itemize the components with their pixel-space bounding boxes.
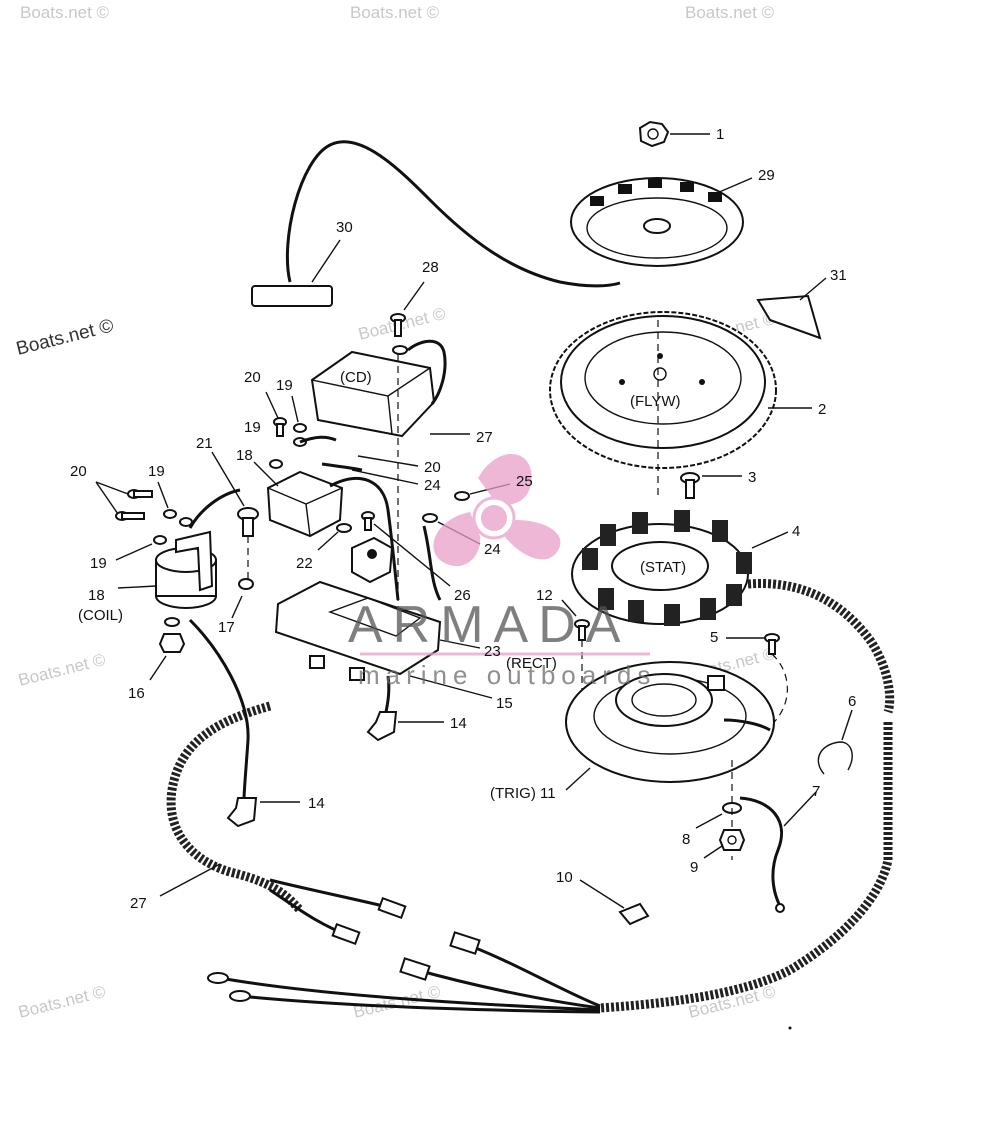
part-trigger-plate <box>565 661 775 791</box>
part-lead-7 <box>739 791 817 913</box>
callout-24: 24 <box>484 541 501 558</box>
part-nut-16 <box>149 617 186 681</box>
watermark-site: Boats.net © <box>20 3 110 22</box>
callout-5: 5 <box>710 629 718 646</box>
callout-28: 28 <box>422 259 439 276</box>
callout-2: 2 <box>818 401 826 418</box>
propeller-logo <box>433 454 561 567</box>
callout-numbers: 1 29 30 31 28 2 20 19 27 19 21 18 20 24 … <box>70 126 856 912</box>
callout-24: 24 <box>424 477 441 494</box>
callout-6: 6 <box>848 693 856 710</box>
part-spark-lead-14a <box>188 618 300 828</box>
callout-20: 20 <box>424 459 441 476</box>
part-clip-6 <box>817 709 853 775</box>
watermark-site: Boats.net © <box>16 650 107 690</box>
callout-3: 3 <box>748 469 756 486</box>
part-nut-9 <box>703 829 746 859</box>
watermark-site: Boats.net © <box>14 315 116 359</box>
callout-10: 10 <box>556 869 573 886</box>
callout-19: 19 <box>276 377 293 394</box>
callout-12: 12 <box>536 587 553 604</box>
callout-20: 20 <box>70 463 87 480</box>
callout-20: 20 <box>244 369 261 386</box>
callout-11-trig: (TRIG) 11 <box>490 785 556 802</box>
watermark-site: Boats.net © <box>685 3 775 22</box>
part-harness-27 <box>159 701 893 1014</box>
callout-9: 9 <box>690 859 698 876</box>
watermark-site: Boats.net © <box>356 304 447 344</box>
callout-15: 15 <box>496 695 513 712</box>
callout-19: 19 <box>244 419 261 436</box>
label-flyw: (FLYW) <box>630 393 681 410</box>
brand-name: ARMADA <box>348 596 630 654</box>
part-stator <box>571 510 895 714</box>
callout-1: 1 <box>716 126 724 143</box>
part-spark-lead-14b <box>366 675 444 742</box>
callout-8: 8 <box>682 831 690 848</box>
part-terminal-block <box>317 511 451 587</box>
part-hardware-coil <box>95 481 193 561</box>
callout-14: 14 <box>450 715 467 732</box>
label-rect: (RECT) <box>506 655 557 672</box>
callout-30: 30 <box>336 219 353 236</box>
callout-19: 19 <box>148 463 165 480</box>
stray-dot <box>788 1026 792 1030</box>
watermark-site: Boats.net © <box>350 3 440 22</box>
callout-17: 17 <box>218 619 235 636</box>
callout-19: 19 <box>90 555 107 572</box>
part-nut <box>638 120 710 148</box>
label-coil: (COIL) <box>78 607 123 624</box>
callout-25: 25 <box>516 473 533 490</box>
part-flywheel <box>549 311 812 500</box>
watermark-site: Boats.net © <box>16 982 107 1022</box>
callout-23: 23 <box>484 643 501 660</box>
part-clamp-10 <box>579 879 650 926</box>
label-stat: (STAT) <box>640 559 686 576</box>
callout-16: 16 <box>128 685 145 702</box>
callout-27: 27 <box>476 429 493 446</box>
part-cd-module <box>310 339 470 438</box>
part-coil <box>117 488 241 609</box>
brand-watermark: ARMADA marine outboards <box>348 454 656 690</box>
part-name-labels: (CD) (FLYW) (STAT) (COIL) (RECT) <box>78 369 686 672</box>
part-screw-28 <box>390 281 425 640</box>
part-bolt-3 <box>680 472 742 499</box>
callout-18: 18 <box>236 447 253 464</box>
callout-14: 14 <box>308 795 325 812</box>
part-strip-31 <box>756 277 827 340</box>
part-bolt-21 <box>211 451 259 619</box>
callout-18: 18 <box>88 587 105 604</box>
part-mounting-plate <box>274 580 493 699</box>
label-cd: (CD) <box>340 369 372 386</box>
brand-tagline: marine outboards <box>358 660 656 690</box>
callout-21: 21 <box>196 435 213 452</box>
callout-26: 26 <box>454 587 471 604</box>
callout-31: 31 <box>830 267 847 284</box>
part-rectifier <box>253 461 400 601</box>
callout-7: 7 <box>812 783 820 800</box>
part-cable-30 <box>251 140 621 307</box>
callout-29: 29 <box>758 167 775 184</box>
part-hardware-cd <box>265 391 419 485</box>
callout-27: 27 <box>130 895 147 912</box>
part-flywheel-cup <box>570 177 753 267</box>
callout-4: 4 <box>792 523 800 540</box>
part-washer-8 <box>695 760 742 860</box>
callout-22: 22 <box>296 555 313 572</box>
